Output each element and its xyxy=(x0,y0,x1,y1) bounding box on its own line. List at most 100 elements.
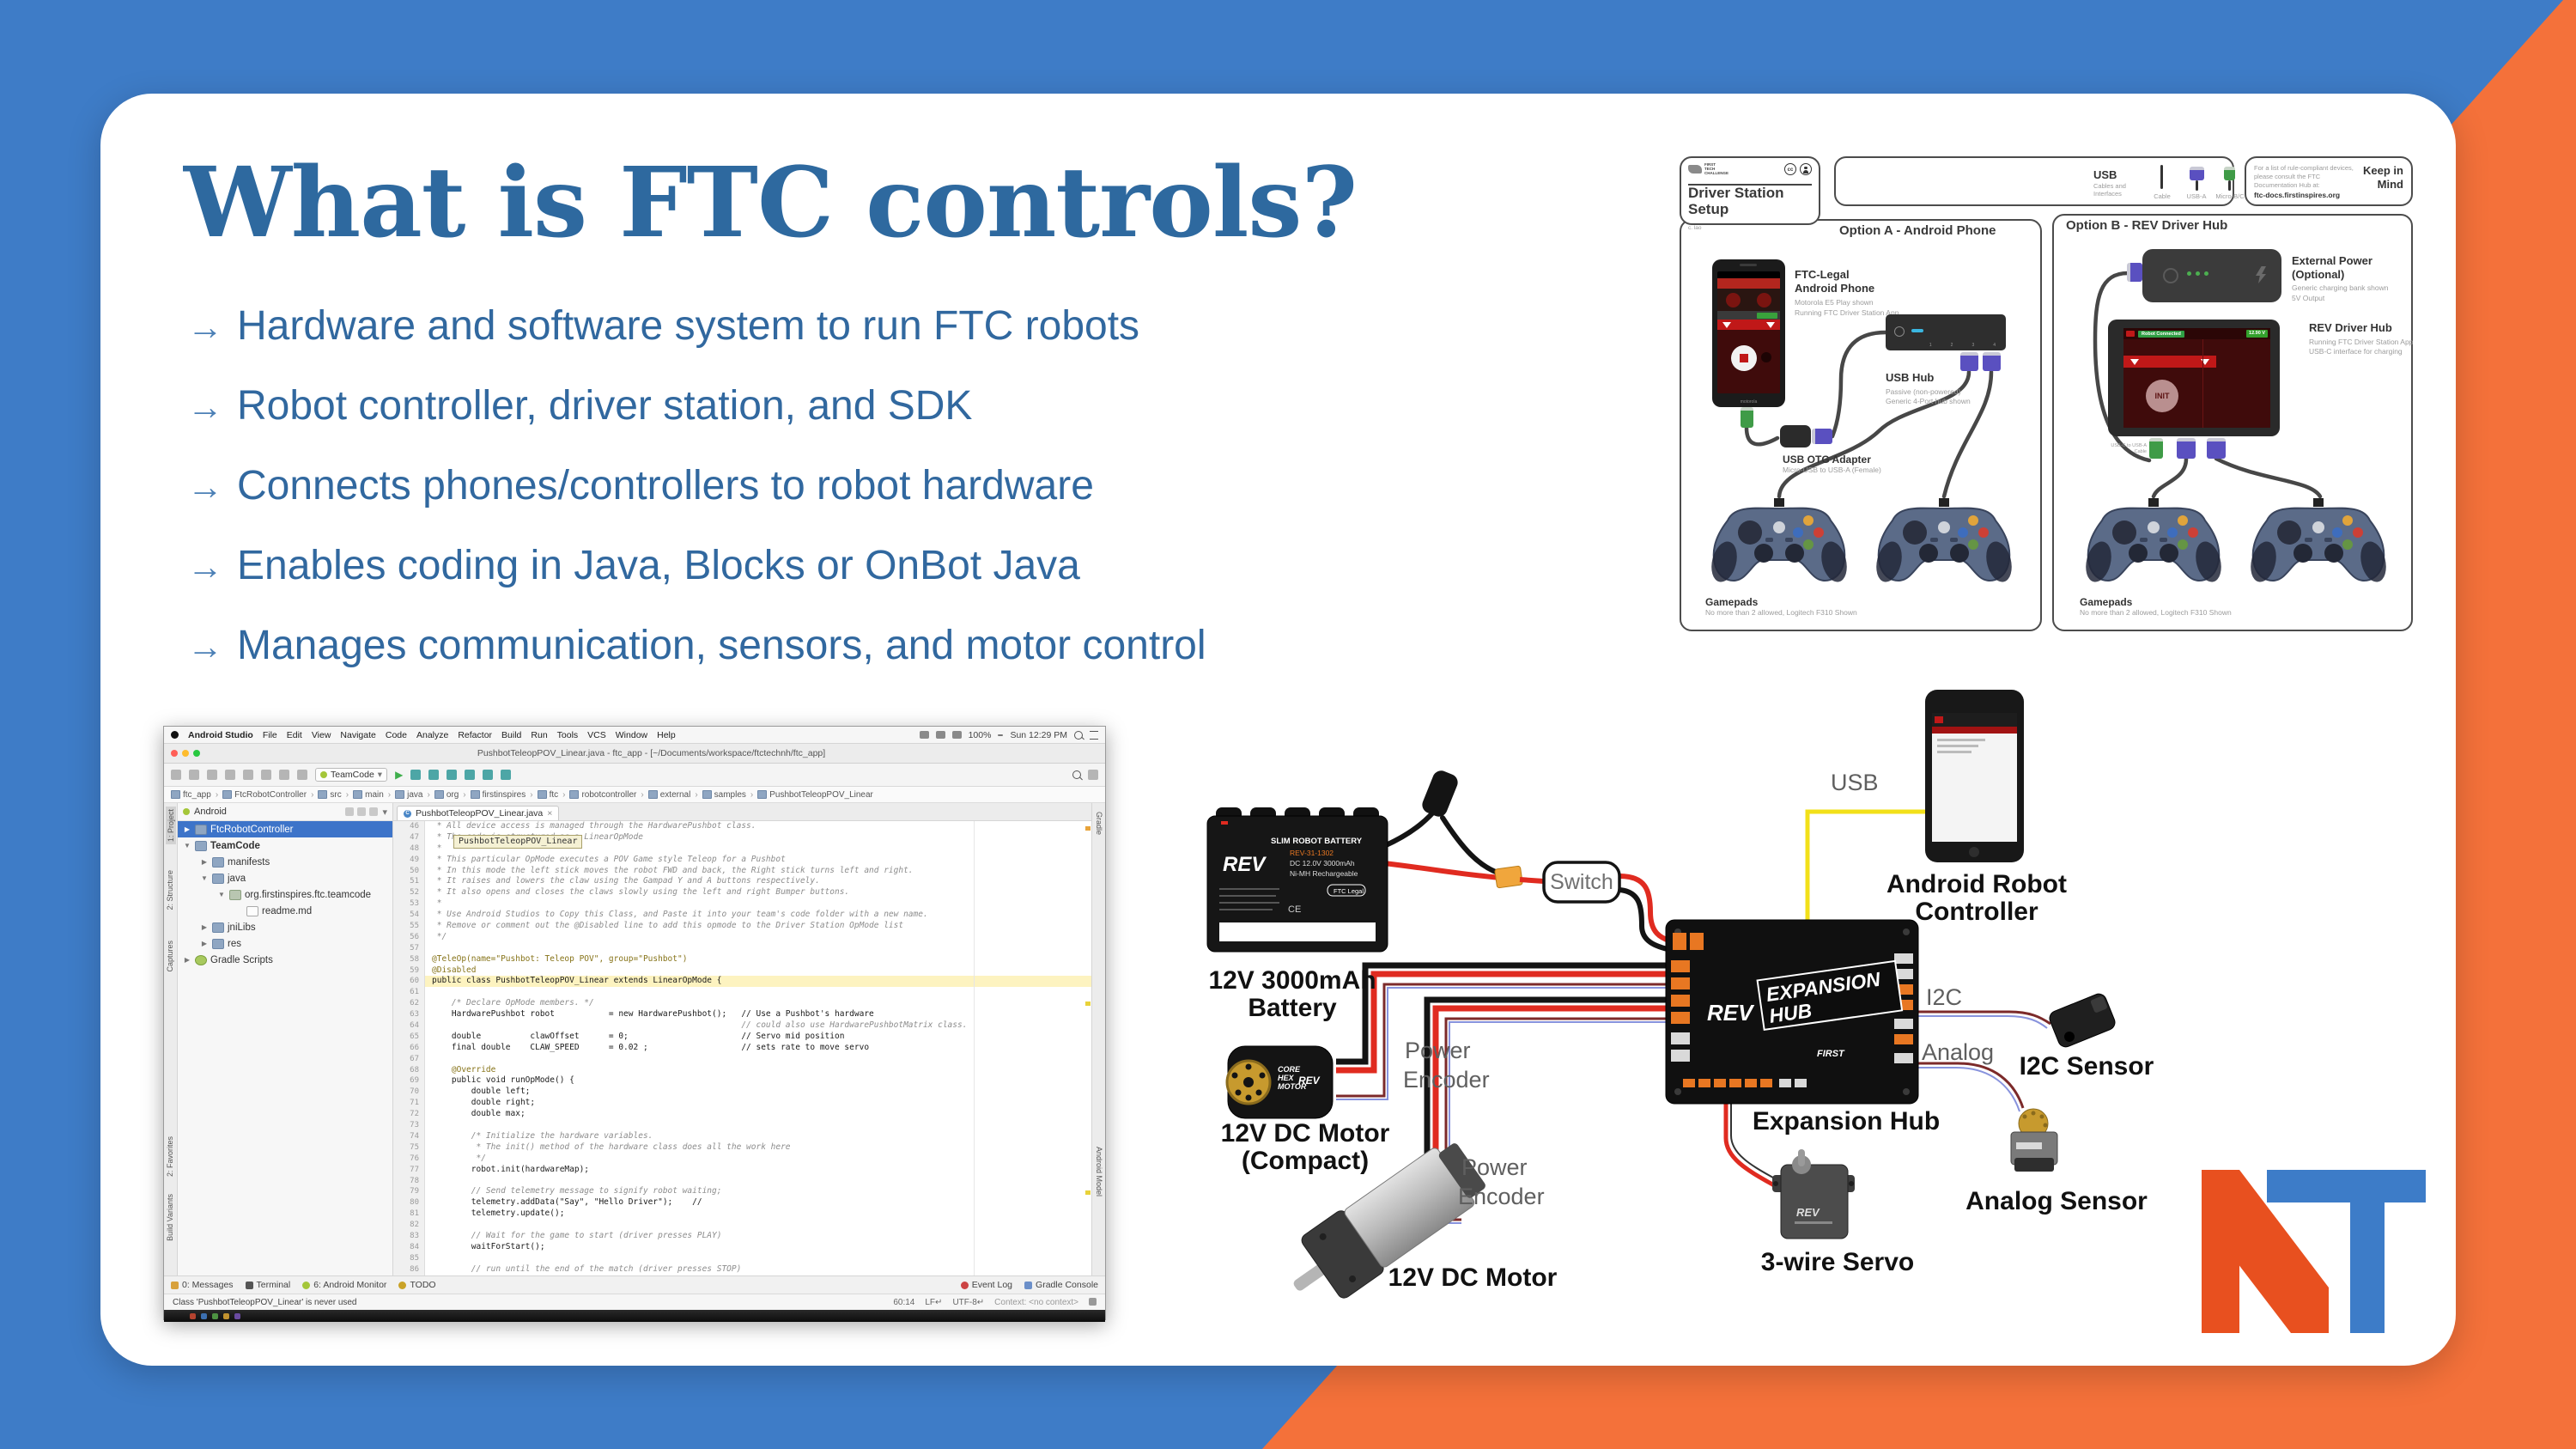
breadcrumb-item[interactable]: ftc_app xyxy=(171,790,211,800)
tree-item-ftcrobotcontroller[interactable]: FtcRobotController xyxy=(178,821,392,837)
breadcrumb-item[interactable]: org xyxy=(423,790,459,800)
menubar-item[interactable]: File xyxy=(262,729,277,740)
breadcrumb-item[interactable]: robotcontroller xyxy=(558,790,636,800)
analog-sensor-label: Analog Sensor xyxy=(1965,1187,2148,1215)
encoding[interactable]: UTF-8↵ xyxy=(952,1297,985,1307)
display-icon[interactable] xyxy=(935,731,945,739)
tool-tab-gradle[interactable]: Gradle xyxy=(1095,812,1103,836)
tool-tab-captures[interactable]: Captures xyxy=(166,941,174,972)
menubar-item[interactable]: Build xyxy=(501,729,522,740)
tree-item-manifests[interactable]: manifests xyxy=(178,854,392,870)
menubar-item[interactable]: Help xyxy=(657,729,676,740)
tool-tab-messages[interactable]: 0: Messages xyxy=(171,1280,234,1290)
code-line: 57 xyxy=(393,942,1091,954)
tree-item-readme[interactable]: readme.md xyxy=(178,903,392,919)
search-everywhere-icon[interactable] xyxy=(1072,770,1081,779)
stop-icon[interactable] xyxy=(447,770,458,780)
cut-icon[interactable] xyxy=(261,770,271,780)
tool-tab-android-model[interactable]: Android Model xyxy=(1095,1147,1103,1197)
project-view-select[interactable]: Android xyxy=(178,803,392,821)
line-number: 71 xyxy=(393,1098,425,1110)
run-config-select[interactable]: TeamCode xyxy=(315,768,388,782)
profile-icon[interactable] xyxy=(428,770,440,780)
svg-text:CE: CE xyxy=(1288,904,1301,915)
collapse-icon[interactable] xyxy=(345,807,355,816)
tool-tab-build-variants[interactable]: Build Variants xyxy=(166,1194,174,1241)
tool-tab-event-log[interactable]: Event Log xyxy=(960,1280,1012,1290)
menubar-item[interactable]: Edit xyxy=(286,729,302,740)
debug-icon[interactable] xyxy=(410,770,422,780)
line-ending[interactable]: LF↵ xyxy=(925,1297,943,1307)
menubar-item[interactable]: VCS xyxy=(587,729,606,740)
breadcrumb-item[interactable]: ftc xyxy=(526,790,558,800)
phone-label: FTC-Legal Android Phone Motorola E5 Play… xyxy=(1795,268,1899,317)
micro-usb-plug xyxy=(1741,407,1753,428)
sync-icon[interactable] xyxy=(207,770,217,780)
volume-icon[interactable] xyxy=(951,731,962,739)
code-line: 53 * xyxy=(393,898,1091,910)
menubar-item[interactable]: Refactor xyxy=(458,729,493,740)
menubar-item[interactable]: View xyxy=(311,729,331,740)
close-window-icon[interactable] xyxy=(171,750,178,757)
menubar-item[interactable]: Window xyxy=(615,729,648,740)
editor-tooltip: PushbotTeleopPOV_Linear xyxy=(453,835,583,849)
back-icon[interactable] xyxy=(225,770,235,780)
menubar-item[interactable]: Analyze xyxy=(416,729,449,740)
tool-tab-todo[interactable]: TODO xyxy=(398,1280,436,1290)
menubar-item[interactable]: Tools xyxy=(556,729,579,740)
breadcrumb-item[interactable]: external xyxy=(636,790,690,800)
apple-icon[interactable] xyxy=(171,731,179,739)
tree-item-gradle-scripts[interactable]: Gradle Scripts xyxy=(178,952,392,968)
paste-icon[interactable] xyxy=(297,770,307,780)
spotlight-icon[interactable] xyxy=(1074,730,1083,740)
line-number: 69 xyxy=(393,1075,425,1087)
tool-tab-terminal[interactable]: Terminal xyxy=(245,1280,290,1290)
code-area[interactable]: PushbotTeleopPOV_Linear 46 * All device … xyxy=(393,821,1091,1275)
save-icon[interactable] xyxy=(189,770,199,780)
avd-manager-icon[interactable] xyxy=(483,770,494,780)
breadcrumb-item[interactable]: FtcRobotController xyxy=(211,790,307,800)
close-tab-icon[interactable] xyxy=(547,808,552,819)
breadcrumb-item[interactable]: PushbotTeleopPOV_Linear xyxy=(746,790,873,800)
tool-tab-structure[interactable]: 2: Structure xyxy=(166,870,174,910)
breadcrumb-item[interactable]: firstinspires xyxy=(459,790,526,800)
minimize-window-icon[interactable] xyxy=(182,750,189,757)
hide-icon[interactable] xyxy=(369,807,379,816)
settings-icon[interactable] xyxy=(357,807,367,816)
tree-item-package[interactable]: org.firstinspires.ftc.teamcode xyxy=(178,886,392,903)
tree-item-teamcode[interactable]: TeamCode xyxy=(178,837,392,854)
menubar-item[interactable]: Navigate xyxy=(340,729,376,740)
window-title-bar[interactable]: PushbotTeleopPOV_Linear.java - ftc_app -… xyxy=(164,744,1105,764)
open-icon[interactable] xyxy=(171,770,181,780)
copy-icon[interactable] xyxy=(279,770,289,780)
bluetooth-icon[interactable] xyxy=(919,731,929,739)
window-title: PushbotTeleopPOV_Linear.java - ftc_app -… xyxy=(477,748,826,758)
caret-position[interactable]: 60:14 xyxy=(893,1297,915,1307)
profile-avatar-icon[interactable] xyxy=(1088,770,1098,780)
servo-device: REV xyxy=(1772,1149,1855,1239)
tree-item-res[interactable]: res xyxy=(178,935,392,952)
forward-icon[interactable] xyxy=(243,770,253,780)
run-button[interactable] xyxy=(395,769,403,781)
breadcrumb-item[interactable]: main xyxy=(342,790,384,800)
svg-text:SLIM ROBOT BATTERY: SLIM ROBOT BATTERY xyxy=(1271,837,1363,846)
attach-icon[interactable] xyxy=(465,770,476,780)
menubar-item[interactable]: Run xyxy=(531,729,548,740)
lock-icon[interactable] xyxy=(1089,1297,1097,1306)
tree-item-jnilibs[interactable]: jniLibs xyxy=(178,919,392,935)
breadcrumb-item[interactable]: java xyxy=(384,790,423,800)
notification-center-icon[interactable] xyxy=(1090,730,1098,740)
tool-tab-favorites[interactable]: 2: Favorites xyxy=(166,1136,174,1178)
breadcrumb-item[interactable]: samples xyxy=(690,790,746,800)
editor-tab[interactable]: C PushbotTeleopPOV_Linear.java xyxy=(397,806,560,820)
robot-controller-phone xyxy=(1925,690,2024,862)
app-menu[interactable]: Android Studio xyxy=(188,729,253,740)
maximize-window-icon[interactable] xyxy=(193,750,200,757)
menubar-item[interactable]: Code xyxy=(385,729,407,740)
tree-item-java[interactable]: java xyxy=(178,870,392,886)
tool-tab-project[interactable]: 1: Project xyxy=(166,807,176,845)
breadcrumb-item[interactable]: src xyxy=(307,790,342,800)
tool-tab-gradle-console[interactable]: Gradle Console xyxy=(1024,1280,1098,1290)
tool-tab-android-monitor[interactable]: 6: Android Monitor xyxy=(302,1280,386,1290)
sdk-manager-icon[interactable] xyxy=(501,770,512,780)
